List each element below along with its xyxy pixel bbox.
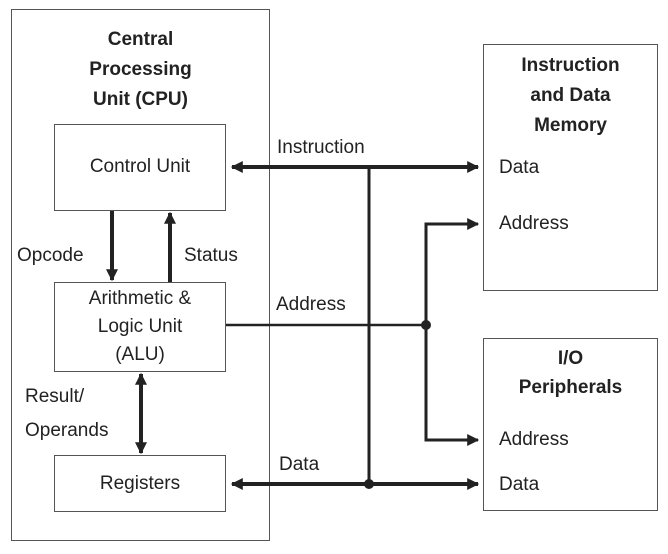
io-box	[483, 338, 658, 511]
opcode-label: Opcode	[17, 245, 84, 266]
alu-box	[54, 282, 226, 372]
registers-box	[54, 455, 226, 512]
data-bus-junction	[364, 479, 374, 489]
io-title-line-2: Peripherals	[518, 377, 623, 398]
io-data-port-label: Data	[499, 474, 540, 495]
alu-label-line-1: Arithmetic &	[88, 288, 192, 309]
memory-address-line	[424, 218, 480, 325]
control-unit-label: Control Unit	[89, 156, 191, 177]
control-unit-box	[54, 124, 226, 211]
address-bus-label: Address	[276, 294, 346, 315]
memory-address-port-label: Address	[499, 213, 569, 234]
result-operands-label-line-2: Operands	[25, 420, 109, 441]
registers-label: Registers	[99, 473, 181, 494]
alu-label-line-2: Logic Unit	[97, 316, 183, 337]
memory-box	[483, 44, 658, 291]
io-address-port-label: Address	[499, 429, 569, 450]
result-operands-label-line-1: Result/	[25, 386, 85, 407]
memory-title-line-1: Instruction	[521, 55, 620, 76]
cpu-title-line-3: Unit (CPU)	[93, 89, 188, 110]
cpu-title-line-1: Central	[107, 29, 174, 50]
io-address-line	[424, 325, 480, 446]
instruction-bus-label: Instruction	[277, 137, 365, 158]
memory-data-port-label: Data	[499, 157, 540, 178]
status-label: Status	[184, 245, 238, 266]
cpu-title-line-2: Processing	[89, 59, 192, 80]
memory-title-line-2: and Data	[530, 85, 611, 106]
memory-title-line-3: Memory	[534, 115, 607, 136]
io-title-line-1: I/O	[557, 348, 584, 369]
alu-label-line-3: (ALU)	[115, 344, 165, 365]
data-bus-label: Data	[279, 454, 320, 475]
